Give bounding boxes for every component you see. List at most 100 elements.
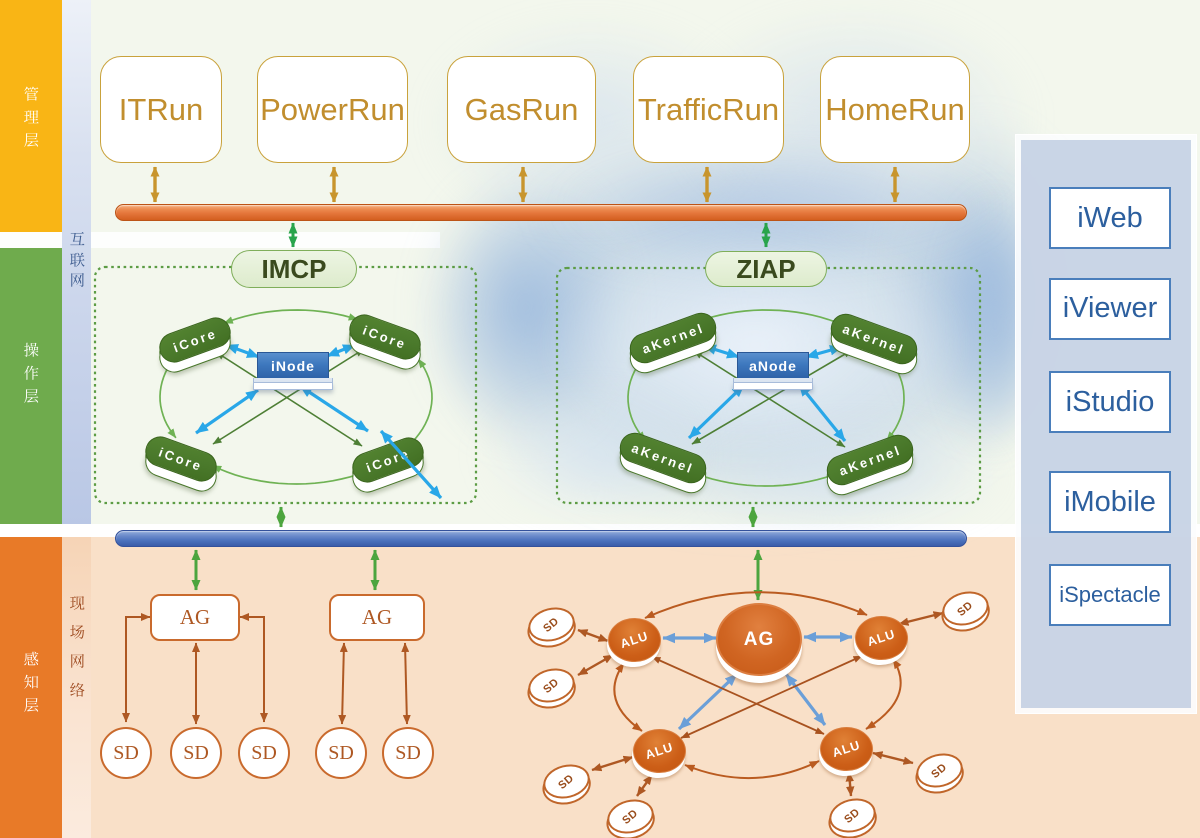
cjk-char [23,696,39,712]
client-app-box: iWeb [1049,187,1171,249]
gateway-box-label: AG [361,605,393,629]
alu-label: ALU [830,737,862,761]
cjk-glyph-shape [70,682,84,696]
field-device-label: SD [395,741,421,764]
field-device-label: SD [251,741,277,764]
client-app-box: iStudio [1049,371,1171,433]
field-device-label: SD [113,741,139,764]
strip-field-network [62,537,91,838]
cjk-char [23,85,39,101]
gateway-box: AG [150,594,240,641]
cjk-char [23,673,39,689]
cjk-glyph [69,681,85,697]
cjk-glyph-shape [70,232,84,245]
layer-band-perception [0,537,62,838]
management-app-box: PowerRun [257,56,408,163]
layer-label-management [23,82,39,151]
cjk-glyph-shape [71,654,84,668]
layer-label-operation [23,338,39,407]
cjk-char [23,108,39,124]
layer-label-perception [23,646,39,715]
cluster-ring-node-label: iCore [156,444,206,474]
cjk-glyph-shape [24,651,38,665]
center-node-label: iNode [271,357,315,374]
cjk-glyph-shape [70,625,84,639]
client-app-label: iWeb [1077,201,1143,234]
strip-label-internet [69,228,85,290]
field-device-node: SD [382,727,434,779]
field-device-node: SD [170,727,222,779]
cjk-glyph [23,131,39,147]
cjk-glyph [23,650,39,666]
cjk-glyph-shape [24,389,38,403]
cluster-ring-node-label: iCore [170,325,220,355]
management-app-label: GasRun [464,91,579,127]
client-app-label: iSpectacle [1059,582,1161,607]
field-device-node: SD [100,727,152,779]
gateway-hub-label: AG [743,628,775,650]
cjk-glyph [69,652,85,668]
field-bus-bar [115,530,967,547]
inode-center-node: iNode [253,352,333,390]
field-device-label: SD [183,741,209,764]
cjk-char [23,387,39,403]
management-app-label: HomeRun [825,91,965,127]
management-app-box: GasRun [447,56,596,163]
management-app-box: TrafficRun [633,56,784,163]
field-device-node: SD [238,727,290,779]
cjk-char [69,251,85,267]
cjk-glyph-shape [24,343,38,357]
cjk-glyph-shape [24,133,38,147]
cjk-char [69,230,85,246]
anode-center-node: aNode [733,352,813,390]
alu-label: ALU [618,628,650,652]
management-app-label: TrafficRun [637,91,780,127]
cjk-glyph [23,696,39,712]
cjk-glyph [23,85,39,101]
alu-label: ALU [643,739,675,763]
cjk-glyph [23,387,39,403]
cjk-char [23,341,39,357]
field-device-label: SD [928,760,950,780]
cjk-char [69,652,85,668]
alu-node: ALU [606,618,661,667]
field-device-label: SD [954,598,976,618]
center-node-label: aNode [749,357,797,374]
cjk-glyph [69,271,85,287]
layer-band-operation [0,248,62,524]
cjk-glyph [69,594,85,610]
field-device-label: SD [841,805,863,825]
cjk-char [23,650,39,666]
cluster-ring-node-label: iCore [360,322,410,352]
ziap-cluster-label: ZIAP [705,251,827,287]
field-device-label: SD [555,771,577,791]
cjk-char [69,594,85,610]
management-app-label: PowerRun [260,91,405,127]
layer-band-management [0,0,62,232]
cjk-glyph [69,251,85,267]
field-device-label: SD [619,806,641,826]
client-app-box: iSpectacle [1049,564,1171,626]
cjk-glyph-shape [24,110,39,123]
internet-bus-bar [115,204,967,221]
alu-label: ALU [865,626,897,650]
cjk-char [69,681,85,697]
client-app-label: iStudio [1065,385,1155,418]
client-app-label: iViewer [1062,292,1158,324]
cjk-glyph [69,623,85,639]
cjk-glyph-shape [71,274,84,288]
imcp-cluster-label: IMCP [231,250,357,288]
cjk-glyph [23,673,39,689]
client-app-box: iViewer [1049,277,1171,340]
field-device-label: SD [540,675,562,695]
cjk-char [69,271,85,287]
alu-node: ALU [818,727,873,776]
cjk-glyph-shape [24,674,38,688]
cjk-glyph-shape [24,697,38,711]
cjk-char [23,131,39,147]
cjk-char [69,623,85,639]
cjk-glyph-shape [24,366,38,380]
cjk-glyph [69,230,85,246]
